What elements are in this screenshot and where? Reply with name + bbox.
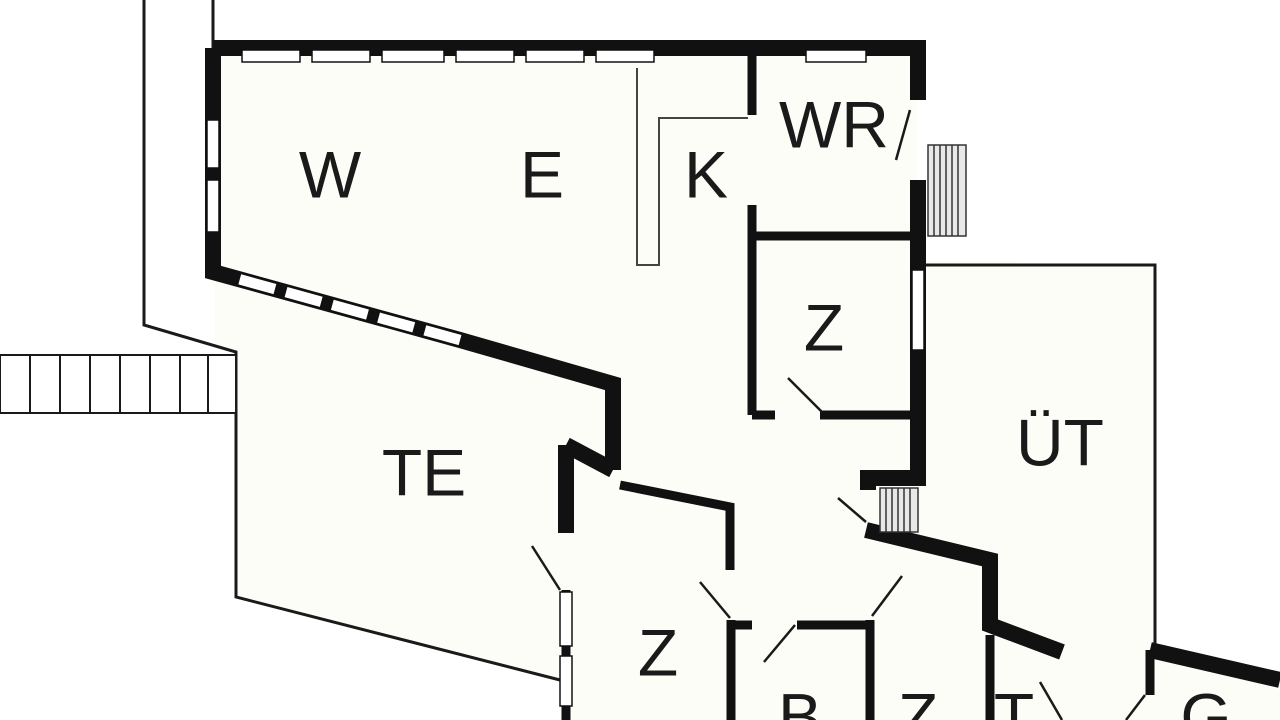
room-label-z-lower-right: Z xyxy=(898,679,938,720)
door-swings xyxy=(530,109,1146,720)
room-label-te: TE xyxy=(382,435,466,509)
interior-walls xyxy=(561,55,1155,720)
windows xyxy=(206,49,925,707)
room-label-e: E xyxy=(520,137,564,211)
room-label-k: K xyxy=(684,137,728,211)
room-label-w: W xyxy=(299,137,362,211)
room-label-t: T xyxy=(994,679,1034,720)
room-label-ut: ÜT xyxy=(1016,405,1104,479)
ut-outline xyxy=(918,263,1157,650)
room-label-g: G xyxy=(1180,679,1231,720)
room-label-b: B xyxy=(778,679,822,720)
entry-stairs xyxy=(927,144,967,237)
terrace-stairs xyxy=(0,354,237,414)
room-label-z-upper: Z xyxy=(804,290,844,364)
kitchen-counter xyxy=(636,68,748,266)
hall-stairs xyxy=(879,487,919,533)
room-label-wr: WR xyxy=(779,87,889,161)
room-labels: W E K WR Z ÜT TE Z B Z T G xyxy=(299,87,1232,720)
room-label-z-lower-left: Z xyxy=(638,615,678,689)
